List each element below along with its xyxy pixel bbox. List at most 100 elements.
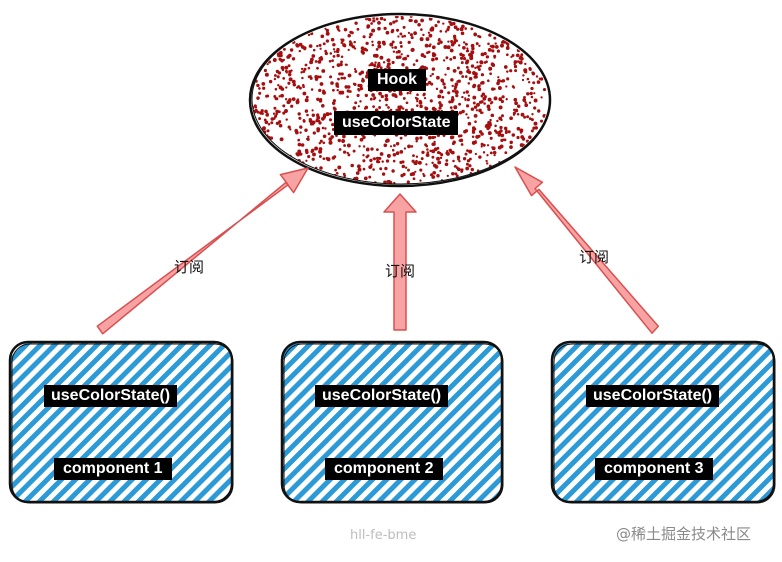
hook-dot bbox=[325, 39, 330, 43]
hook-dot bbox=[275, 112, 278, 116]
hook-dot bbox=[375, 17, 379, 21]
hook-dot bbox=[458, 70, 463, 75]
hook-dot bbox=[533, 121, 538, 126]
hook-dot bbox=[431, 135, 435, 140]
hook-dot bbox=[325, 112, 330, 117]
hook-dot bbox=[304, 128, 308, 133]
hook-dot bbox=[275, 121, 280, 126]
hook-dot bbox=[444, 30, 448, 33]
hook-dot bbox=[396, 151, 400, 154]
hook-dot bbox=[312, 152, 316, 157]
hook-dot bbox=[480, 73, 484, 77]
hook-dot bbox=[503, 126, 508, 131]
hook-dot bbox=[333, 50, 336, 53]
hook-dot bbox=[372, 168, 375, 171]
hook-dot bbox=[486, 104, 491, 109]
hook-dot bbox=[266, 112, 269, 116]
hook-dot bbox=[338, 148, 342, 151]
hook-dot bbox=[337, 165, 342, 170]
hook-dot bbox=[330, 81, 334, 85]
hook-dot bbox=[504, 130, 508, 135]
hook-dot bbox=[397, 105, 401, 109]
hook-dot bbox=[402, 25, 406, 29]
hook-dot bbox=[458, 111, 463, 115]
hook-dot bbox=[350, 163, 354, 168]
footer-center-watermark: hll-fe-bme bbox=[350, 528, 417, 543]
hook-dot bbox=[321, 104, 325, 108]
hook-dot bbox=[309, 60, 314, 65]
hook-dot bbox=[272, 112, 276, 115]
hook-dot bbox=[485, 55, 490, 59]
hook-dot bbox=[464, 75, 468, 78]
hook-dot bbox=[342, 172, 346, 176]
hook-dot bbox=[306, 113, 309, 117]
hook-dot bbox=[391, 46, 394, 49]
hook-dot bbox=[307, 75, 311, 79]
hook-dot bbox=[369, 158, 373, 163]
hook-dot bbox=[335, 171, 339, 175]
hook-dot bbox=[319, 166, 323, 170]
hook-dot bbox=[485, 60, 488, 63]
hook-dot bbox=[427, 80, 432, 85]
hook-dot bbox=[446, 66, 450, 71]
hook-dot bbox=[521, 137, 526, 141]
hook-dot bbox=[366, 25, 370, 29]
hook-dot bbox=[514, 101, 518, 106]
hook-dot bbox=[500, 99, 504, 104]
hook-dot bbox=[461, 24, 465, 29]
hook-dot bbox=[500, 41, 504, 44]
hook-dot bbox=[515, 53, 520, 58]
hook-dot bbox=[471, 46, 475, 51]
hook-node bbox=[248, 12, 552, 188]
hook-dot bbox=[431, 67, 436, 71]
hook-dot bbox=[428, 17, 433, 21]
hook-dot bbox=[294, 128, 298, 133]
hook-dot bbox=[420, 53, 425, 58]
hook-dot bbox=[511, 133, 516, 137]
hook-dot bbox=[302, 85, 305, 89]
hook-dot bbox=[490, 44, 495, 49]
hook-dot bbox=[480, 111, 483, 115]
hook-dot bbox=[448, 148, 453, 153]
hook-dot bbox=[285, 118, 288, 121]
hook-dot bbox=[528, 81, 531, 84]
hook-dot bbox=[336, 88, 339, 92]
hook-dot bbox=[478, 44, 481, 48]
hook-dot bbox=[420, 28, 423, 31]
hook-dot bbox=[370, 22, 373, 25]
hook-dot bbox=[437, 160, 442, 165]
hook-dot bbox=[322, 42, 326, 46]
hook-dot bbox=[311, 157, 315, 161]
hook-dot bbox=[354, 135, 357, 139]
hook-dot bbox=[474, 66, 477, 70]
hook-dot bbox=[362, 154, 365, 157]
component-1-name: component 1 bbox=[54, 458, 172, 480]
hook-dot bbox=[451, 142, 455, 146]
hook-dot bbox=[409, 33, 413, 37]
hook-dot bbox=[316, 97, 320, 101]
hook-dot bbox=[334, 168, 337, 172]
hook-dot bbox=[412, 154, 415, 158]
hook-dot bbox=[298, 42, 303, 47]
hook-dot bbox=[441, 95, 445, 99]
hook-dot bbox=[467, 68, 470, 71]
hook-dot bbox=[494, 42, 497, 45]
hook-dot bbox=[331, 101, 336, 106]
hook-dot bbox=[431, 57, 435, 62]
hook-dot bbox=[347, 33, 351, 38]
hook-dot bbox=[299, 131, 302, 134]
hook-dot bbox=[437, 151, 441, 154]
hook-dot bbox=[524, 103, 529, 108]
hook-dot bbox=[314, 77, 319, 81]
hook-dot bbox=[302, 91, 307, 96]
hook-dot bbox=[429, 74, 432, 78]
hook-dot bbox=[488, 33, 492, 37]
hook-dot bbox=[506, 70, 509, 73]
hook-dot bbox=[505, 85, 508, 88]
hook-dot bbox=[401, 63, 405, 67]
hook-dot bbox=[499, 125, 503, 130]
hook-dot bbox=[433, 140, 436, 144]
hook-dot bbox=[533, 98, 538, 103]
hook-dot bbox=[258, 91, 262, 95]
hook-dot bbox=[425, 37, 430, 42]
